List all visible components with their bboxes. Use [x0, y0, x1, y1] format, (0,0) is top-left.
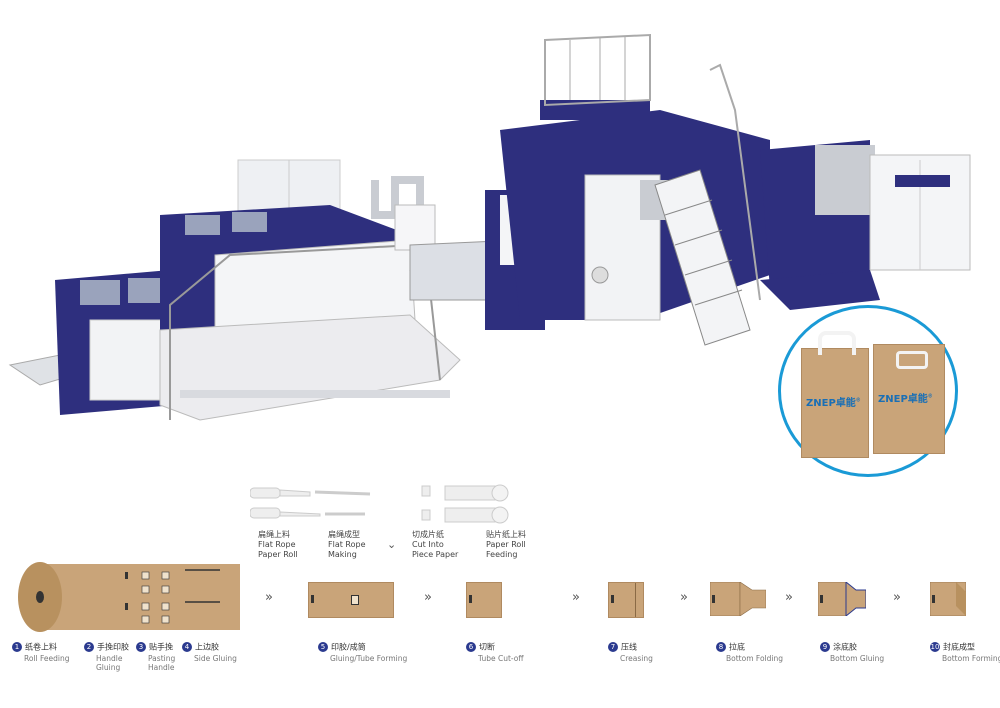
step-cn: 上边胶 — [195, 642, 219, 652]
caption-en: Making — [328, 550, 357, 559]
step-cn: 纸卷上料 — [25, 642, 57, 652]
kraft-bag-icon: ZNEP卓能® — [873, 344, 945, 454]
arrow-icon: » — [893, 590, 901, 605]
registered-mark: ® — [927, 393, 933, 400]
cut-tube-icon — [466, 582, 502, 618]
creased-tube-icon — [608, 582, 644, 618]
step-number: 10 — [930, 642, 940, 652]
registered-mark: ® — [855, 397, 861, 404]
railing-left — [169, 244, 416, 420]
step-8-en: Bottom Folding — [726, 654, 783, 663]
bag-machine-illustration — [8, 33, 971, 421]
arrow-icon: » — [265, 590, 273, 605]
caption-cn: 贴片纸上料 — [486, 530, 526, 539]
caption-en: Paper Roll — [258, 550, 298, 559]
step-cn: 切断 — [479, 642, 495, 652]
caption-flat-rope-roll: 扁绳上料 Flat Rope Paper Roll — [258, 530, 298, 560]
kraft-bag-icon: ZNEP卓能® — [801, 331, 869, 458]
bottom-folding-icon — [710, 582, 766, 616]
step-cn: 贴手挽 — [149, 642, 173, 652]
caption-cn: 扁绳成型 — [328, 530, 360, 539]
bottom-gluing-icon — [818, 582, 866, 616]
step-2-en2: Gluing — [96, 663, 121, 672]
step-3-en2: Handle — [148, 663, 175, 672]
stairs — [654, 169, 751, 346]
step-number: 4 — [182, 642, 192, 652]
bottom-forming-icon — [930, 582, 966, 616]
caption-en: Feeding — [486, 550, 518, 559]
down-arrow-icon: ⌄ — [387, 538, 397, 551]
step-cn: 封底成型 — [943, 642, 975, 652]
caption-paper-roll-feeding: 贴片纸上料 Paper Roll Feeding — [486, 530, 526, 560]
step-10-en: Bottom Forming — [942, 654, 1000, 663]
step-cn: 涂底胶 — [833, 642, 857, 652]
caption-cut-piece: 切成片纸 Cut Into Piece Paper — [412, 530, 458, 560]
brand-logo-cn: 卓能 — [907, 394, 928, 405]
kraft-roll-web — [18, 562, 240, 632]
caption-cn: 切成片纸 — [412, 530, 444, 539]
step-number: 5 — [318, 642, 328, 652]
step-cn: 手挽印胶 — [97, 642, 129, 652]
step-number: 9 — [820, 642, 830, 652]
caption-en: Cut Into — [412, 540, 444, 549]
step-3-en: Pasting — [148, 654, 176, 663]
caption-cn: 扁绳上料 — [258, 530, 290, 539]
tube-icon — [308, 582, 394, 618]
rope-process-illustration — [250, 484, 509, 524]
step-cn: 压线 — [621, 642, 637, 652]
brand-logo: ZNEP — [806, 398, 836, 409]
step-6-en: Tube Cut-off — [478, 654, 524, 663]
step-number: 6 — [466, 642, 476, 652]
top-guardrail — [544, 33, 651, 107]
caption-flat-rope-making: 扁绳成型 Flat Rope Making — [328, 530, 366, 560]
step-cn: 拉底 — [729, 642, 745, 652]
step-number: 3 — [136, 642, 146, 652]
caption-en: Piece Paper — [412, 550, 459, 559]
brand-logo-cn: 卓能 — [835, 398, 856, 409]
caption-en: Flat Rope — [328, 540, 366, 549]
step-2-en: Handle — [96, 654, 123, 663]
arrow-icon: » — [572, 590, 580, 605]
step-number: 1 — [12, 642, 22, 652]
step-4-en: Side Gluing — [194, 654, 237, 663]
arrow-icon: » — [680, 590, 688, 605]
step-number: 2 — [84, 642, 94, 652]
step-number: 7 — [608, 642, 618, 652]
step-5-en: Gluing/Tube Forming — [330, 654, 408, 663]
caption-en: Paper Roll — [486, 540, 526, 549]
step-cn: 印胶/成筒 — [331, 642, 366, 652]
brand-logo: ZNEP — [878, 394, 908, 405]
step-9-en: Bottom Gluing — [830, 654, 885, 663]
product-badge: ZNEP卓能® ZNEP卓能® — [778, 305, 958, 477]
step-7-en: Creasing — [620, 654, 653, 663]
step-1-en: Roll Feeding — [24, 654, 70, 663]
duct-pipe — [371, 176, 424, 225]
arrow-icon: » — [424, 590, 432, 605]
arrow-icon: » — [785, 590, 793, 605]
caption-en: Flat Rope — [258, 540, 296, 549]
step-number: 8 — [716, 642, 726, 652]
walk-platform — [159, 314, 461, 421]
